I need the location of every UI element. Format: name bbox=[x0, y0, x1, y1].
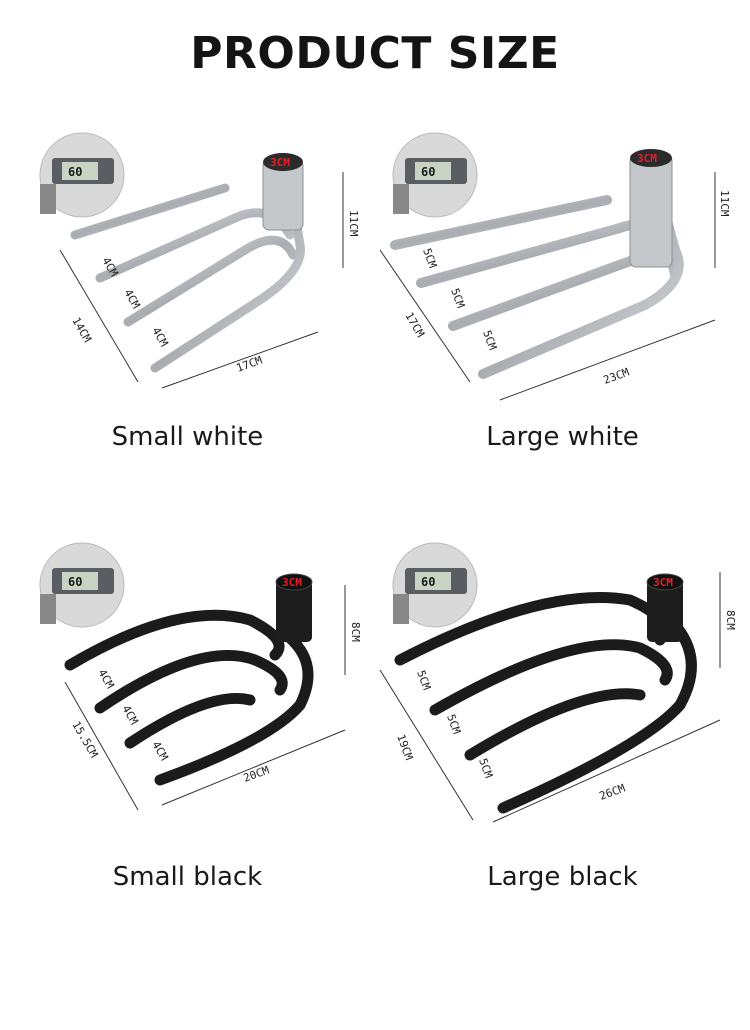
product-caption: Small black bbox=[112, 862, 263, 892]
pitchfork-head-image: 60 3CM 4CM 4CM 4CM 14CM 17CM 11CM bbox=[39, 132, 360, 389]
fork-width: 26CM bbox=[598, 781, 628, 802]
pitchfork-head-image: 60 3CM 5CM 5CM 5CM 17CM 23CM 11CM bbox=[379, 132, 731, 401]
socket-size: 3CM bbox=[637, 152, 657, 165]
caliper-inset: 60 bbox=[39, 542, 125, 628]
tine-spacing-2: 5CM bbox=[444, 713, 463, 736]
tine-spacing-3: 4CM bbox=[149, 325, 170, 349]
caliper-inset: 60 bbox=[392, 542, 478, 628]
pitchfork-head-image: 60 3CM 5CM 5CM 5CM 19CM 26CM 8CM bbox=[379, 542, 737, 823]
socket-size: 3CM bbox=[653, 576, 673, 589]
fork-height: 11CM bbox=[718, 190, 731, 217]
socket: 3CM bbox=[262, 153, 304, 231]
page-title: PRODUCT SIZE bbox=[190, 28, 560, 79]
fork-width: 23CM bbox=[602, 365, 632, 386]
fork-width: 17CM bbox=[235, 353, 265, 374]
fork-height: 8CM bbox=[724, 610, 737, 630]
tine-spacing-3: 5CM bbox=[476, 757, 495, 780]
tine-spacing-2: 5CM bbox=[448, 287, 467, 310]
socket: 3CM bbox=[629, 149, 673, 268]
pitchfork-head-image: 60 3CM 4CM 4CM 4CM 15.5CM 20CM 8CM bbox=[39, 542, 362, 811]
socket-size: 3CM bbox=[282, 576, 302, 589]
socket-size: 3CM bbox=[270, 156, 290, 169]
tine-spacing-3: 4CM bbox=[149, 739, 170, 763]
fork-length: 14CM bbox=[69, 315, 94, 345]
caliper-reading: 60 bbox=[421, 575, 435, 589]
product-caption: Small white bbox=[111, 422, 264, 452]
tine-spacing-1: 5CM bbox=[420, 247, 439, 270]
product-large-black: 60 3CM 5CM 5CM 5CM 19CM 26CM 8CM Large b… bbox=[375, 530, 750, 1030]
fork-length: 15.5CM bbox=[69, 719, 100, 760]
caliper-inset: 60 bbox=[392, 132, 478, 218]
caliper-reading: 60 bbox=[68, 575, 82, 589]
caliper-inset: 60 bbox=[39, 132, 125, 218]
fork-length: 19CM bbox=[394, 733, 415, 763]
product-large-white: 60 3CM 5CM 5CM 5CM 17CM 23CM 11CM Large … bbox=[375, 100, 750, 600]
product-small-white: 60 3CM 4CM 4CM 4CM 14CM 17CM 11CM Small … bbox=[0, 100, 375, 600]
dimension-lines bbox=[59, 172, 344, 389]
tine-spacing-1: 4CM bbox=[95, 667, 116, 691]
dimension-lines bbox=[379, 572, 721, 823]
socket: 3CM bbox=[275, 573, 313, 642]
product-caption: Large white bbox=[486, 422, 639, 452]
caliper-reading: 60 bbox=[68, 165, 82, 179]
caliper-reading: 60 bbox=[421, 165, 435, 179]
tine-spacing-3: 5CM bbox=[480, 329, 499, 352]
socket: 3CM bbox=[646, 573, 684, 642]
product-caption: Large black bbox=[487, 862, 638, 892]
fork-width: 20CM bbox=[242, 763, 272, 784]
tine-spacing-2: 4CM bbox=[121, 287, 142, 311]
tine-spacing-2: 4CM bbox=[119, 703, 140, 727]
fork-height: 11CM bbox=[347, 210, 360, 237]
product-small-black: 60 3CM 4CM 4CM 4CM 15.5CM 20CM 8CM Small… bbox=[0, 530, 375, 1030]
tine-spacing-1: 5CM bbox=[414, 669, 433, 692]
dimension-lines bbox=[64, 585, 346, 811]
dimension-lines bbox=[379, 172, 716, 401]
fork-height: 8CM bbox=[349, 622, 362, 642]
fork-head bbox=[64, 609, 314, 786]
